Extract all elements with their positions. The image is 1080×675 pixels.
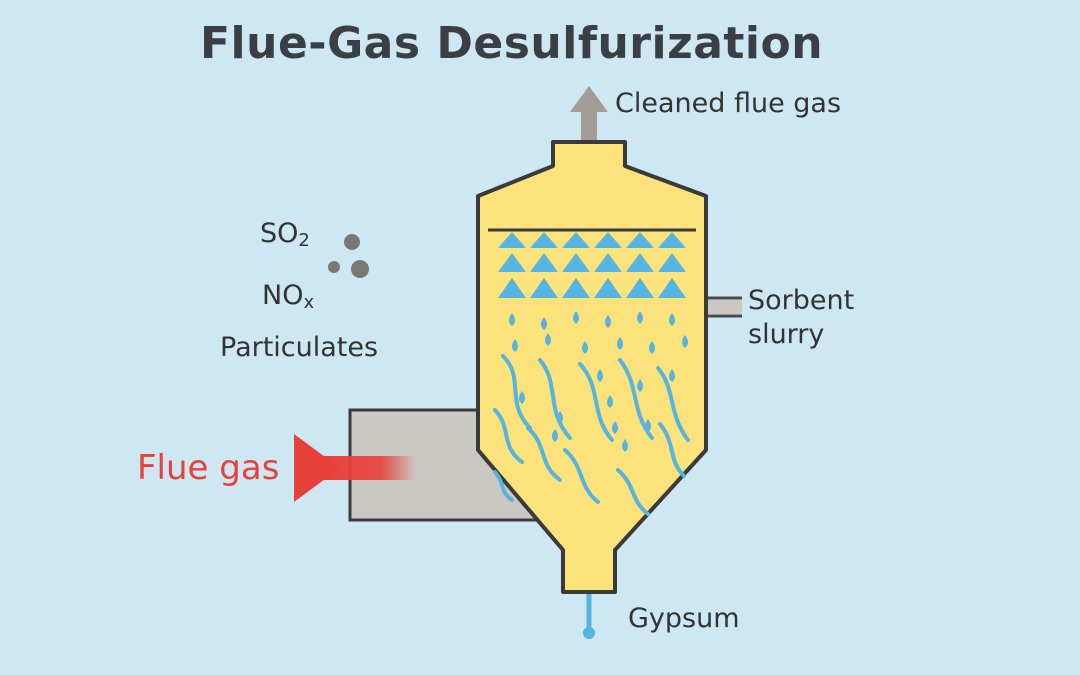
pollutant-formula: Particulates [220, 332, 379, 363]
slurry-droplet [597, 369, 603, 382]
spray-nozzle [530, 253, 558, 272]
spray-nozzle [626, 253, 654, 272]
particle-dot [328, 261, 340, 273]
spray-nozzle [626, 278, 654, 298]
spray-nozzle [658, 278, 686, 298]
slurry-streak [656, 366, 690, 442]
particle-dot [351, 260, 369, 278]
pollutant-particulates: Particulates [220, 332, 378, 363]
spray-nozzle [562, 278, 590, 298]
spray-nozzle [530, 278, 558, 298]
slurry-streak [563, 448, 600, 504]
slurry-droplet [637, 379, 643, 392]
spray-nozzle [594, 253, 622, 272]
slurry-droplet [637, 311, 643, 324]
slurry-droplet [669, 313, 675, 326]
slurry-streak [578, 362, 614, 442]
pollutant-formula: SO [260, 218, 299, 249]
pollutant-so2: SO2 [260, 218, 310, 251]
spray-nozzle [498, 278, 526, 298]
slurry-streak [658, 422, 686, 478]
spray-nozzle [626, 232, 654, 248]
slurry-streak [538, 358, 572, 440]
spray-nozzle [658, 232, 686, 248]
sorbent-label-line1: Sorbent [748, 285, 855, 316]
gypsum-drop [583, 627, 595, 639]
cleaned-gas-arrow [570, 86, 608, 148]
sorbent-pipe [706, 296, 742, 318]
spray-nozzle [498, 232, 526, 248]
sorbent-label-line2: slurry [748, 319, 825, 350]
spray-nozzle [562, 253, 590, 272]
slurry-droplet [649, 341, 655, 354]
slurry-droplet [519, 391, 525, 404]
slurry-droplet [612, 421, 618, 434]
gypsum-drain [583, 592, 595, 639]
slurry-droplet [552, 429, 558, 442]
slurry-droplet [622, 439, 628, 452]
slurry-droplet [669, 369, 675, 382]
slurry-flow [493, 354, 690, 516]
particle-dot [344, 234, 360, 250]
pollutant-subscript: 2 [298, 230, 310, 251]
spray-nozzle [530, 232, 558, 248]
slurry-streak [493, 408, 524, 464]
spray-nozzle [658, 253, 686, 272]
slurry-droplet [582, 341, 588, 354]
gypsum-label: Gypsum [628, 603, 740, 634]
spray-nozzle [594, 278, 622, 298]
slurry-streak [618, 358, 654, 440]
slurry-droplet [617, 337, 623, 350]
slurry-droplet [509, 313, 515, 326]
slurry-droplet [541, 317, 547, 330]
spray-nozzle [562, 232, 590, 248]
flue-gas-arrow [294, 434, 416, 502]
slurry-streak [493, 470, 514, 502]
slurry-droplet [607, 395, 613, 408]
slurry-droplet [605, 315, 611, 328]
cleaned-flue-gas-label: Cleaned flue gas [615, 88, 842, 119]
slurry-streak [616, 468, 650, 516]
slurry-streak [526, 426, 562, 482]
spray-nozzle [498, 253, 526, 272]
slurry-droplet [682, 335, 688, 348]
sorbent-slurry-label: Sorbent slurry [748, 284, 854, 352]
slurry-droplet [512, 339, 518, 352]
flue-gas-label: Flue gas [137, 448, 280, 488]
pollutant-nox: NOx [262, 280, 314, 313]
pollutant-formula: NO [262, 280, 304, 311]
slurry-droplet [545, 333, 551, 346]
pollutant-particles [328, 234, 369, 278]
slurry-droplet [573, 311, 579, 324]
spray-nozzles [498, 232, 686, 298]
pollutant-subscript: x [303, 292, 315, 313]
absorber-vessel [476, 140, 708, 594]
diagram-title: Flue-Gas Desulfurization [200, 18, 824, 69]
slurry-streak [501, 354, 532, 430]
spray-nozzle [594, 232, 622, 248]
